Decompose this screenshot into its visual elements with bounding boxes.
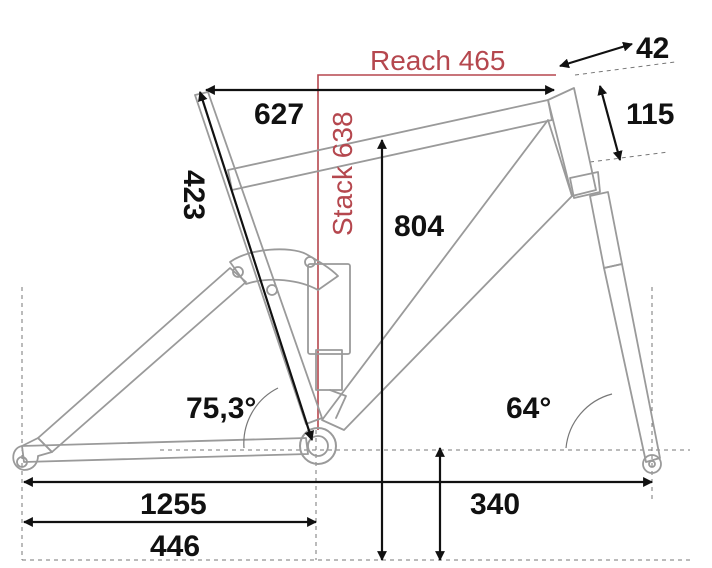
bottom-bracket [299, 427, 337, 465]
head-tube-offset-label: 42 [636, 32, 669, 65]
head-tube-offset-arrow [559, 41, 633, 69]
dimension-arrows [23, 41, 653, 561]
bb-drop-label: 340 [470, 488, 520, 521]
seat-tube-arrow [198, 91, 314, 441]
reference-lines [21, 61, 690, 561]
head-tube-arrow [597, 85, 623, 161]
reach-stack-guides [317, 74, 556, 430]
seat-angle-label: 75,3° [186, 392, 256, 425]
rear-shock [307, 263, 351, 355]
chainstay-label: 446 [150, 530, 200, 563]
head-tube [547, 87, 597, 197]
seat-tube-label: 423 [177, 170, 210, 220]
seat-tube [194, 91, 323, 425]
rocker-link [229, 248, 339, 291]
front-dropout [642, 454, 662, 474]
top-tube-label: 627 [254, 98, 304, 131]
down-tube [321, 119, 573, 431]
rear-dropout [12, 437, 53, 471]
fork [589, 191, 623, 269]
fork-crown [569, 171, 601, 199]
wheelbase-label: 1255 [140, 488, 207, 521]
total-height-label: 804 [394, 210, 444, 243]
reach-label: Reach 465 [370, 45, 505, 76]
head-angle-label: 64° [506, 392, 551, 425]
fork-lower [603, 263, 661, 463]
head-tube-label: 115 [626, 98, 674, 131]
stack-label: Stack 638 [327, 111, 358, 236]
